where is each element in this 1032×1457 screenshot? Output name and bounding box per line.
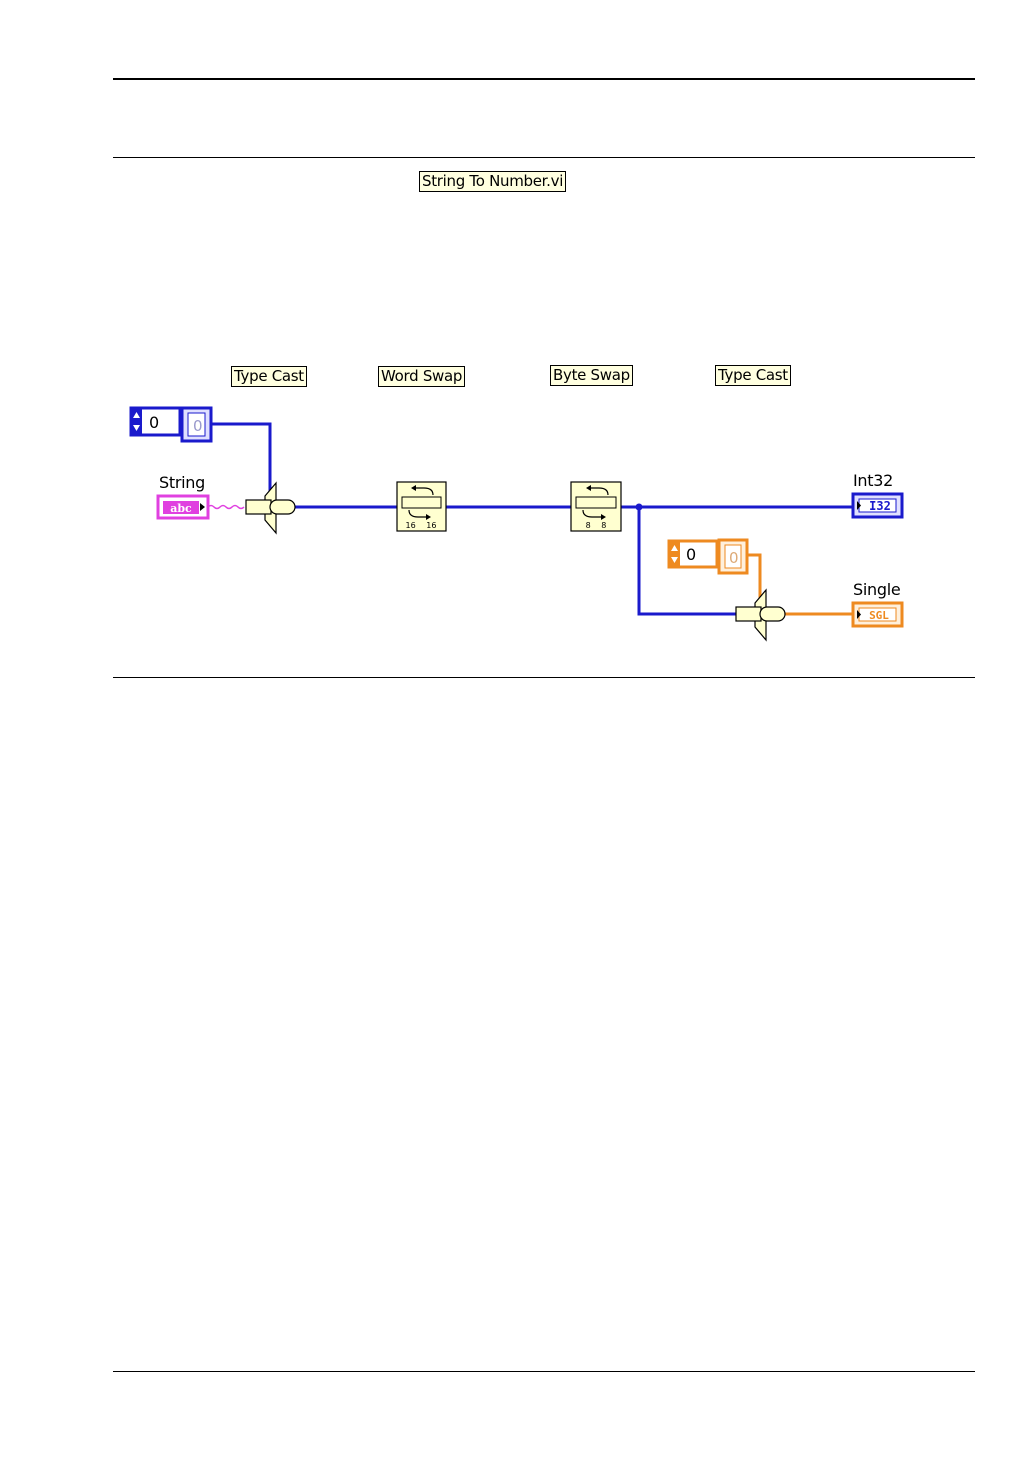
type-cast-icon <box>760 607 785 621</box>
wire-junction-dot <box>636 504 643 511</box>
int-numeric-value: 0 <box>149 413 159 432</box>
int-indicator-value: 0 <box>193 417 203 435</box>
wires <box>208 424 853 614</box>
sgl-numeric-constant[interactable]: 0 0 <box>669 540 747 573</box>
word-swap-node[interactable]: 16 16 <box>397 482 446 531</box>
sgl-indicator-value: 0 <box>729 549 739 567</box>
int32-indicator-terminal[interactable]: I32 <box>853 494 902 517</box>
int-constant-wire[interactable] <box>211 424 270 494</box>
string-terminal-tag: abc <box>170 502 192 515</box>
single-terminal-tag: SGL <box>869 609 889 622</box>
byte-swap-bits: 8 8 <box>586 521 607 530</box>
single-indicator-terminal[interactable]: SGL <box>853 603 902 626</box>
string-control-terminal[interactable]: abc <box>158 496 208 518</box>
string-wire[interactable] <box>208 506 244 509</box>
type-cast-node-2[interactable] <box>736 590 785 640</box>
sgl-constant-wire[interactable] <box>747 555 760 602</box>
word-swap-bits: 16 16 <box>406 521 437 530</box>
byte-swap-node[interactable]: 8 8 <box>571 482 621 531</box>
type-cast-node-1[interactable] <box>246 483 295 533</box>
int-numeric-constant[interactable]: 0 0 <box>131 408 211 441</box>
type-cast-icon <box>270 500 295 514</box>
int32-terminal-tag: I32 <box>869 499 891 513</box>
sgl-numeric-value: 0 <box>686 545 696 564</box>
